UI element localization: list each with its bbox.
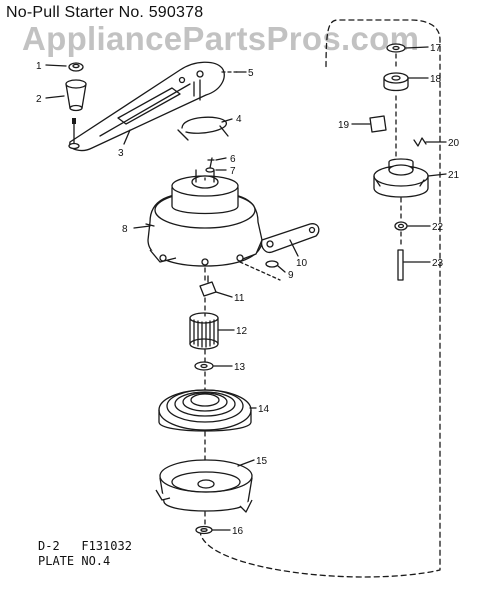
callout-3[interactable]: 3 xyxy=(118,148,124,159)
callout-12[interactable]: 12 xyxy=(236,326,248,337)
part-14-recoil-spring[interactable] xyxy=(158,389,252,432)
leader-lines xyxy=(45,46,447,531)
callout-8[interactable]: 8 xyxy=(122,224,128,235)
part-22-nut[interactable] xyxy=(394,221,408,231)
part-10-bracket[interactable] xyxy=(239,223,320,281)
part-13-washer[interactable] xyxy=(194,361,214,371)
callout-labels: 1 2 3 4 5 6 7 8 9 10 11 12 13 14 15 16 1… xyxy=(36,43,460,537)
callout-20[interactable]: 20 xyxy=(448,138,460,149)
callout-9[interactable]: 9 xyxy=(288,270,294,281)
callout-17[interactable]: 17 xyxy=(430,43,442,54)
part-4-clip[interactable] xyxy=(177,116,229,141)
part-15-spring-cup[interactable] xyxy=(155,459,253,513)
part-11-fastener[interactable] xyxy=(199,275,217,297)
part-6-screw[interactable] xyxy=(207,157,215,169)
part-17-washer[interactable] xyxy=(386,43,406,53)
callout-2[interactable]: 2 xyxy=(36,94,42,105)
callout-11[interactable]: 11 xyxy=(234,293,245,304)
callout-7[interactable]: 7 xyxy=(230,166,236,177)
part-8-housing[interactable] xyxy=(145,169,263,267)
callout-6[interactable]: 6 xyxy=(230,154,236,165)
part-1-cap[interactable] xyxy=(68,62,84,72)
callout-18[interactable]: 18 xyxy=(430,74,442,85)
assembly-boundary-dashed xyxy=(199,19,441,578)
callout-10[interactable]: 10 xyxy=(296,258,308,269)
part-23-pin[interactable] xyxy=(397,249,404,281)
part-16-washer[interactable] xyxy=(195,525,213,535)
callout-13[interactable]: 13 xyxy=(234,362,246,373)
callout-19[interactable]: 19 xyxy=(338,120,350,131)
part-21-pulley[interactable] xyxy=(373,158,429,198)
part-2-knob[interactable] xyxy=(65,79,87,112)
callout-23[interactable]: 23 xyxy=(432,258,444,269)
footer-plate-number: PLATE NO.4 xyxy=(38,554,111,568)
callout-14[interactable]: 14 xyxy=(258,404,270,415)
diagram-title: No-Pull Starter No. 590378 xyxy=(6,4,204,21)
footer-drawing-number: D-2 F131032 xyxy=(38,539,132,553)
part-18-retainer[interactable] xyxy=(383,72,409,92)
callout-1[interactable]: 1 xyxy=(36,61,42,72)
callout-5[interactable]: 5 xyxy=(248,68,254,79)
part-12-gear[interactable] xyxy=(189,312,219,350)
part-9-nut[interactable] xyxy=(265,260,279,268)
watermark: AppliancePartsPros.com xyxy=(22,20,420,57)
callout-15[interactable]: 15 xyxy=(256,456,268,467)
right-axis-dashed xyxy=(395,53,402,249)
callout-22[interactable]: 22 xyxy=(432,222,444,233)
part-7-washer[interactable] xyxy=(205,167,215,173)
callout-16[interactable]: 16 xyxy=(232,526,244,537)
part-3-lever-arm[interactable] xyxy=(68,61,225,152)
part-19-pawl[interactable] xyxy=(369,115,387,133)
callout-4[interactable]: 4 xyxy=(236,114,242,125)
callout-21[interactable]: 21 xyxy=(448,170,460,181)
part-20-spring[interactable] xyxy=(413,137,427,147)
